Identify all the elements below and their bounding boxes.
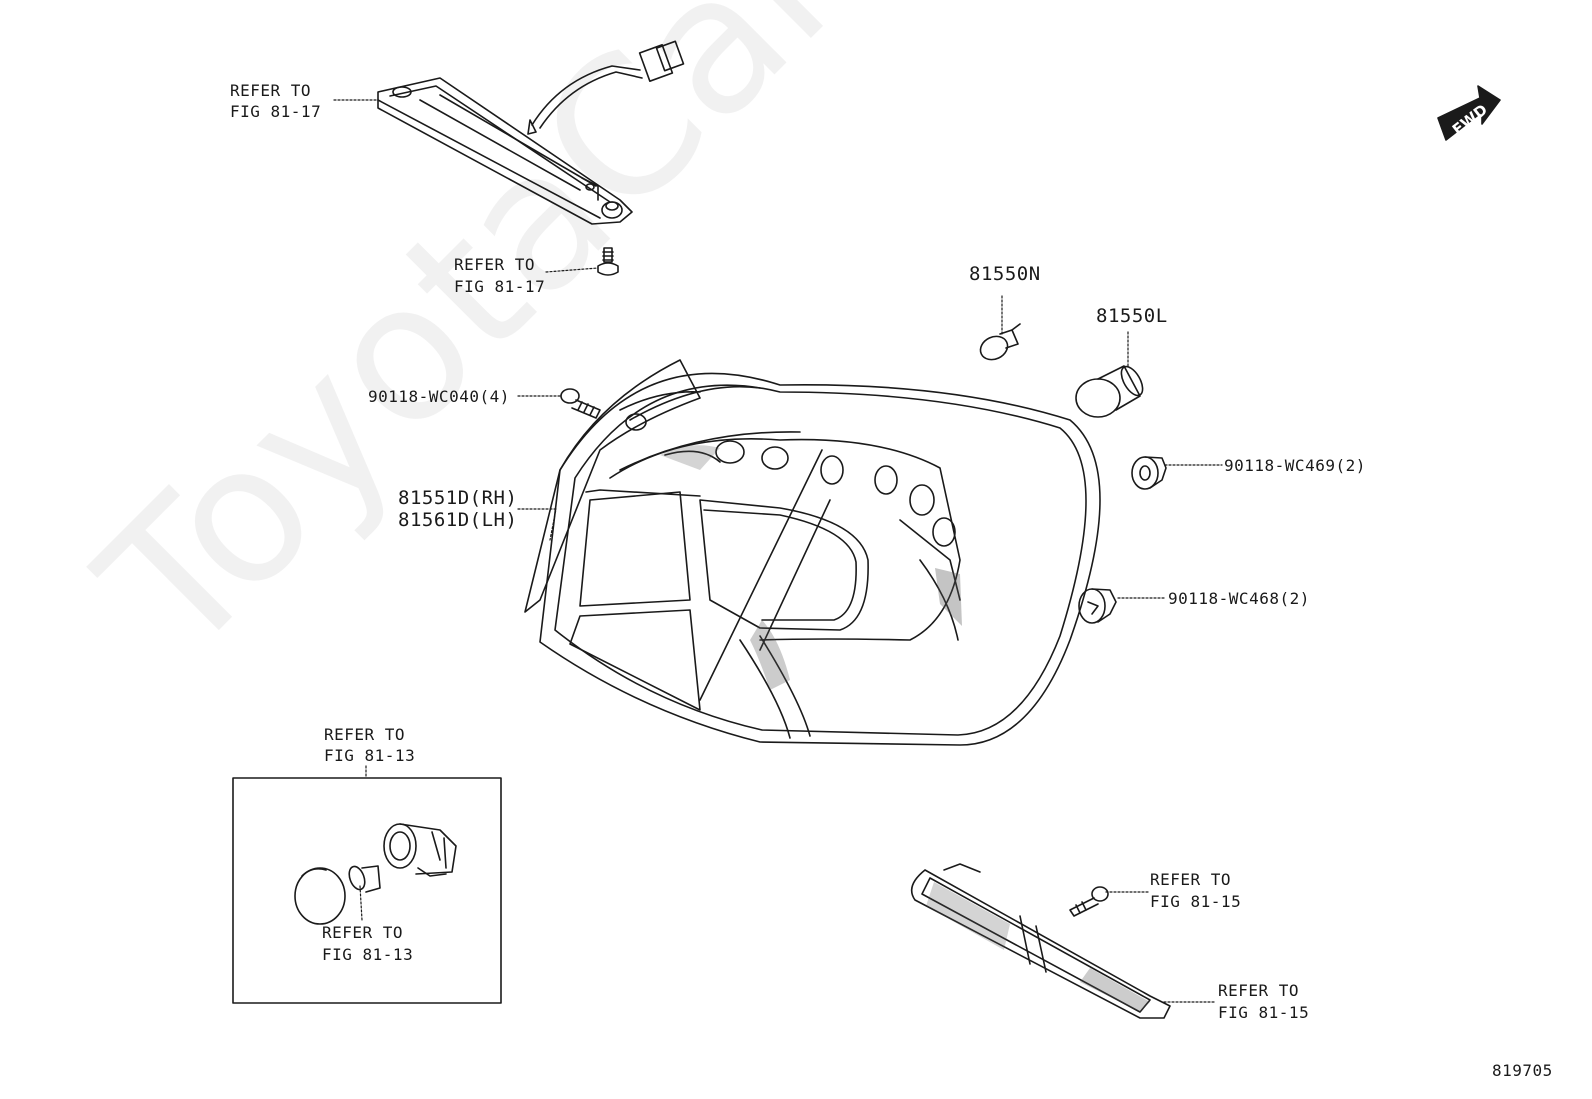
socket-ref-top-line2: FIG 81-13 bbox=[324, 746, 416, 765]
high-mount-screw bbox=[597, 247, 619, 276]
reflector-screw-icon bbox=[1069, 886, 1109, 917]
screw-part-number: 90118-WC040(4) bbox=[368, 387, 510, 406]
leader-lines bbox=[333, 99, 1223, 1003]
high-mount-screw-ref-line2: FIG 81-17 bbox=[454, 277, 546, 296]
reflector-ref-line1: REFER TO bbox=[1218, 981, 1300, 1000]
socket-assembly bbox=[294, 823, 457, 925]
high-mount-lamp-ref-line1: REFER TO bbox=[230, 81, 312, 100]
socket-ref-bottom-line2: FIG 81-13 bbox=[322, 945, 414, 964]
socket-ref-top-line1: REFER TO bbox=[324, 725, 406, 744]
clip-lower-icon bbox=[1078, 588, 1117, 624]
clip-upper-part-number: 90118-WC469(2) bbox=[1224, 456, 1366, 475]
rear-combination-lamp bbox=[524, 359, 1101, 746]
clip-lower-part-number: 90118-WC468(2) bbox=[1168, 589, 1310, 608]
figure-id: 819705 bbox=[1492, 1061, 1553, 1080]
high-mount-screw-ref-line1: REFER TO bbox=[454, 255, 536, 274]
socket-detail-box bbox=[232, 777, 502, 1004]
high-mount-stop-lamp bbox=[377, 40, 685, 225]
high-mount-lamp-ref-line2: FIG 81-17 bbox=[230, 102, 322, 121]
reflector-screw-ref-line1: REFER TO bbox=[1150, 870, 1232, 889]
reflector-screw-ref-line2: FIG 81-15 bbox=[1150, 892, 1242, 911]
bulb-small-icon bbox=[979, 323, 1021, 361]
lamp-rh-part-number: 81551D(RH) bbox=[398, 487, 518, 509]
clip-upper-icon bbox=[1131, 456, 1167, 490]
socket-ref-bottom-line1: REFER TO bbox=[322, 923, 404, 942]
lamp-lh-part-number: 81561D(LH) bbox=[398, 509, 518, 531]
bulb-small-part-number: 81550N bbox=[969, 263, 1041, 285]
fwd-arrow-icon: FWD bbox=[1437, 85, 1501, 141]
side-reflector bbox=[910, 863, 1171, 1019]
bulb-large-icon bbox=[1075, 365, 1144, 418]
reflector-ref-line2: FIG 81-15 bbox=[1218, 1003, 1310, 1022]
screw-icon bbox=[560, 388, 601, 419]
bulb-large-part-number: 81550L bbox=[1096, 305, 1168, 327]
